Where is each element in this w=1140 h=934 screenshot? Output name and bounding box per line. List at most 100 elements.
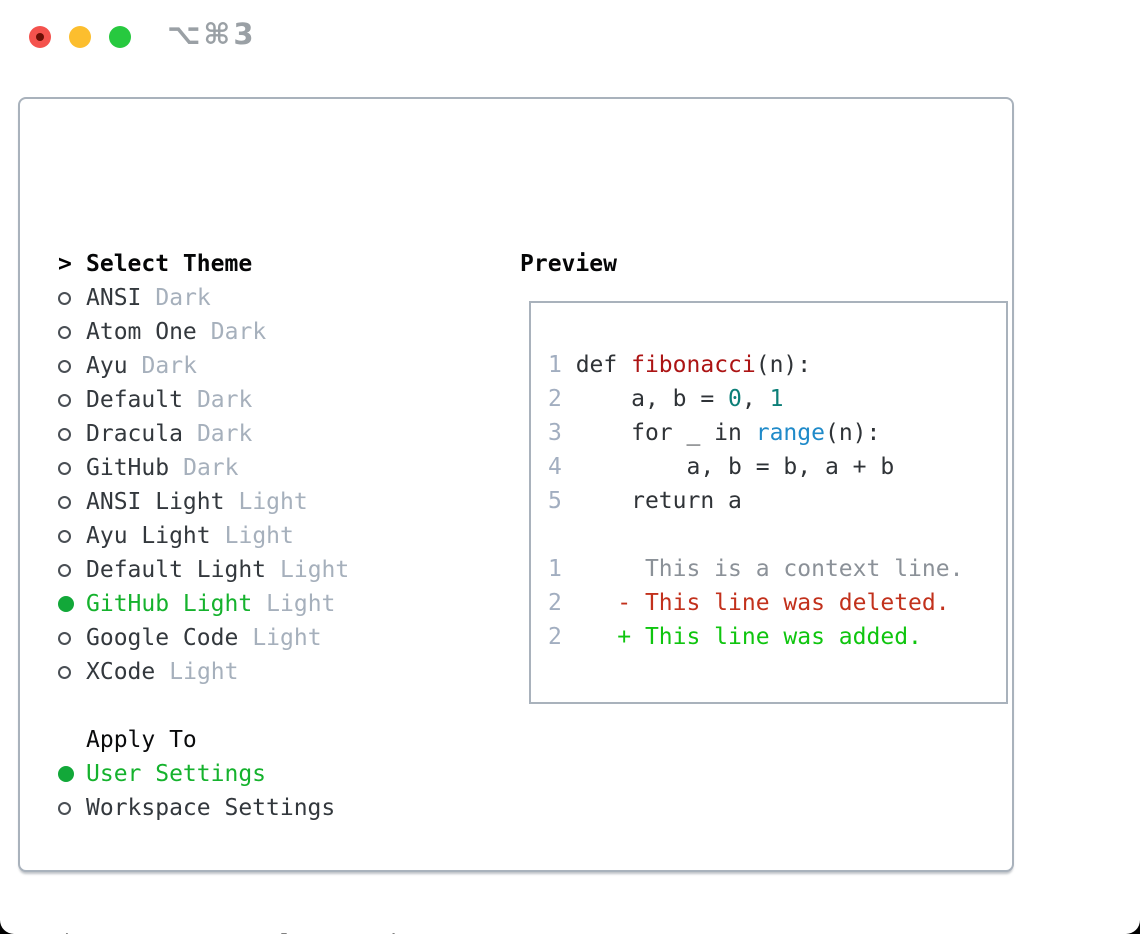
radio-icon [58,529,71,543]
line-number: 4 [548,454,562,480]
theme-variant-label: Dark [196,421,253,447]
preview-line: 4 a, b = b, a + b [548,450,963,484]
radio-gutter [58,325,86,339]
theme-name-label: Dracula [86,421,183,447]
theme-option-github[interactable]: GitHub Dark [58,451,349,485]
unsaved-dot-icon [36,33,44,41]
theme-variant-label: Dark [196,387,253,413]
theme-option-ansi[interactable]: ANSI Dark [58,281,349,315]
apply-option-label: Workspace Settings [86,795,336,821]
preview-title: Preview [520,251,617,277]
radio-gutter [58,461,86,475]
theme-name-label: XCode [86,659,156,685]
radio-icon [58,495,71,509]
theme-name-label: GitHub [86,455,170,481]
radio-gutter [58,596,86,612]
window-title-shortcut: ⌥⌘3 [167,17,257,51]
code-segment-code: (n): [755,352,812,378]
theme-option-ansi-light[interactable]: ANSI Light Light [58,485,349,519]
close-button-icon[interactable] [29,26,51,48]
theme-option-xcode[interactable]: XCode Light [58,655,349,689]
theme-option-github-light[interactable]: GitHub Light Light [58,587,349,621]
keyboard-hint: (Use Enter to select, Tab to change focu… [58,859,446,934]
line-number: 1 [548,556,562,582]
code-segment-code: for _ in [561,420,756,446]
line-number: 1 [548,352,562,378]
theme-option-default[interactable]: Default Dark [58,383,349,417]
theme-name-label: Ayu Light [86,523,211,549]
preview-line: 3 for _ in range(n): [548,416,963,450]
zoom-button-icon[interactable] [109,26,131,48]
preview-line: 1 This is a context line. [548,552,963,586]
code-segment-code: , [741,386,770,412]
line-number: 5 [548,488,562,514]
radio-gutter [58,563,86,577]
apply-to-title: Apply To [86,727,197,753]
apply-option-workspace-settings[interactable]: Workspace Settings [58,791,335,825]
theme-variant-label: Dark [141,353,197,379]
radio-gutter [58,665,86,679]
code-segment-func: fibonacci [631,352,756,378]
code-segment-code: a, b = [561,386,729,412]
hint-line-1: (Use Enter to select, Tab to [58,927,446,934]
radio-gutter [58,393,86,407]
code-segment-add: + This line was added. [561,624,922,650]
radio-icon [58,665,71,679]
traffic-lights [29,26,131,48]
line-number: 2 [548,624,562,650]
radio-gutter [58,427,86,441]
theme-name-label: GitHub Light [86,591,253,617]
radio-icon [58,291,71,305]
theme-name-label: ANSI Light [86,489,225,515]
apply-option-label: User Settings [86,761,267,787]
code-segment-del: - This line was deleted. [561,590,950,616]
prompt-caret-icon: > [58,251,72,277]
code-segment-ctx: This is a context line. [561,556,964,582]
code-segment-num: 0 [728,386,742,412]
radio-icon [58,461,71,475]
radio-gutter [58,291,86,305]
radio-selected-icon [58,766,74,782]
theme-variant-label: Light [238,489,308,515]
theme-option-dracula[interactable]: Dracula Dark [58,417,349,451]
preview-line: 2 a, b = 0, 1 [548,382,963,416]
theme-variant-label: Light [266,591,336,617]
radio-gutter [58,801,86,815]
theme-variant-label: Light [224,523,294,549]
radio-icon [58,393,71,407]
radio-selected-icon [58,596,74,612]
theme-name-label: Ayu [86,353,128,379]
radio-icon [58,801,71,815]
code-segment-code: return a [561,488,742,514]
theme-option-ayu[interactable]: Ayu Dark [58,349,349,383]
apply-option-user-settings[interactable]: User Settings [58,757,335,791]
preview-line [548,518,963,552]
theme-variant-label: Dark [210,319,267,345]
radio-gutter [58,766,86,782]
theme-variant-label: Light [169,659,239,685]
preview-line: 2 - This line was deleted. [548,586,963,620]
theme-variant-label: Dark [155,285,211,311]
theme-name-label: ANSI [86,285,142,311]
preview-line: 5 return a [548,484,963,518]
theme-name-label: Default [86,387,183,413]
preview-line: 1 def fibonacci(n): [548,348,963,382]
code-segment-num: 1 [769,386,784,412]
minimize-button-icon[interactable] [69,26,91,48]
theme-name-label: Google Code [86,625,239,651]
theme-variant-label: Light [280,557,350,583]
radio-gutter [58,359,86,373]
theme-option-ayu-light[interactable]: Ayu Light Light [58,519,349,553]
line-number: 3 [548,420,562,446]
theme-list-header-row: >Select Theme [58,247,349,281]
theme-variant-label: Dark [183,455,239,481]
line-number: 2 [548,386,562,412]
radio-icon [58,631,71,645]
